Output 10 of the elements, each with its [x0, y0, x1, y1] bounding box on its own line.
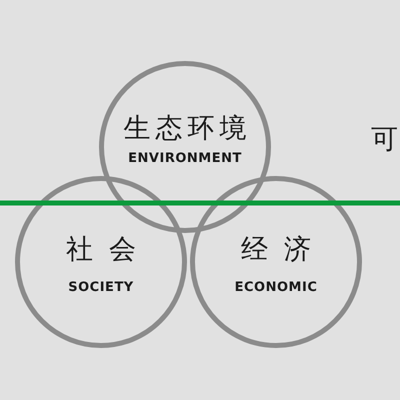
circle-subtitle: ECONOMIC: [234, 280, 318, 296]
circle-title: 经济: [241, 234, 327, 266]
venn-circle: [15, 176, 187, 348]
circle-title: 生态环境: [124, 113, 252, 145]
venn-circle: [99, 61, 271, 233]
circle-subtitle: ENVIRONMENT: [128, 151, 242, 167]
circle-subtitle: SOCIETY: [68, 280, 134, 296]
venn-circle: [190, 176, 362, 348]
heading-text: 可: [371, 124, 398, 156]
circle-title: 社会: [66, 234, 152, 266]
